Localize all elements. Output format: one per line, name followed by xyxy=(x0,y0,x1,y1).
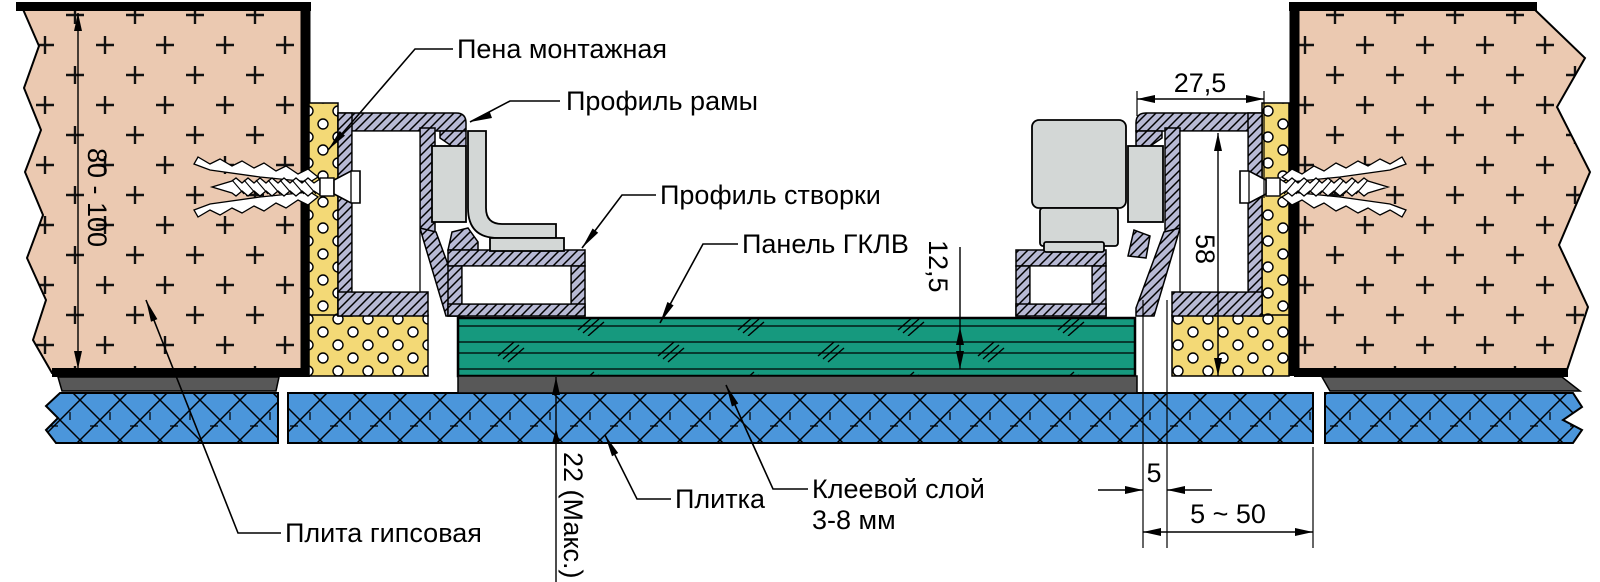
leader-arrow-frame xyxy=(470,111,492,122)
label-texts: Пена монтажная Профиль рамы Профиль ство… xyxy=(285,34,985,548)
latch-hardware-right xyxy=(1031,119,1164,253)
latch-plate xyxy=(1127,145,1164,223)
adhesive-layer xyxy=(457,375,1138,394)
adhesive-under-left-wall xyxy=(57,376,280,392)
dim-wall-thickness-text: 80 - 100 xyxy=(82,148,112,247)
dim-panel-thickness-text: 12,5 xyxy=(923,240,953,293)
dim-frame-height: 58 xyxy=(1190,133,1222,376)
leader-arrow-gypsum xyxy=(146,300,158,322)
frame-cavity xyxy=(1179,130,1249,293)
hinge-plate xyxy=(431,145,467,223)
dim-frame-height-text: 58 xyxy=(1190,234,1220,264)
dim-wall-thickness: 80 - 100 xyxy=(74,13,112,369)
leader-arrow-foam xyxy=(328,131,345,150)
hinge-base-plate xyxy=(489,237,565,252)
leader-arrow-adhesive xyxy=(726,385,739,407)
dim-panel-thickness: 12,5 xyxy=(923,240,964,369)
label-gklv-panel: Панель ГКЛВ xyxy=(742,229,909,259)
leader-arrow-sash xyxy=(582,228,599,248)
sash-profile-right xyxy=(1015,228,1151,317)
dim-frame-width: 27,5 xyxy=(1136,68,1265,198)
latch-base xyxy=(1043,241,1105,253)
dim-frame-width-text: 27,5 xyxy=(1174,68,1227,98)
dim-floor-max-text: 22 (Макс.) xyxy=(558,452,588,578)
tile-left-section xyxy=(44,392,279,444)
tile-right-section xyxy=(1324,392,1584,444)
gklv-panel xyxy=(456,316,1137,378)
label-mounting-foam: Пена монтажная xyxy=(457,34,667,64)
label-frame-profile: Профиль рамы xyxy=(566,86,758,116)
frame-cavity xyxy=(351,130,421,293)
dim-edge-range-text: 5 ~ 50 xyxy=(1190,499,1266,529)
label-adhesive-line1: Клеевой слой xyxy=(812,474,985,504)
dim-floor-max: 22 (Макс.) xyxy=(552,377,588,582)
frame-profile-right xyxy=(1135,112,1263,317)
dim-gap-text: 5 xyxy=(1146,458,1161,488)
leader-arrow-tile xyxy=(605,435,619,457)
dim-gap: 5 xyxy=(1098,300,1212,548)
latch-body xyxy=(1031,119,1127,209)
label-gypsum-slab: Плита гипсовая xyxy=(285,518,482,548)
hinge-l-bracket xyxy=(467,130,557,239)
sash-cavity xyxy=(1029,265,1093,305)
label-tile: Плитка xyxy=(675,484,766,514)
latch-lower-block xyxy=(1039,207,1119,247)
dim-edge-range: 5 ~ 50 xyxy=(1143,447,1314,548)
label-sash-profile: Профиль створки xyxy=(660,180,881,210)
hinge-hardware-left xyxy=(431,130,565,252)
label-adhesive-line2: 3-8 мм xyxy=(812,505,896,535)
sash-cavity xyxy=(461,265,572,305)
sash-profile-left xyxy=(447,227,586,317)
mounting-foam-left xyxy=(308,102,429,377)
tile-center-section xyxy=(287,392,1314,444)
mounting-foam-right xyxy=(1171,102,1290,377)
callouts xyxy=(145,48,808,534)
leader-arrow-panel xyxy=(660,302,674,323)
adhesive-under-right-wall xyxy=(1320,376,1583,392)
